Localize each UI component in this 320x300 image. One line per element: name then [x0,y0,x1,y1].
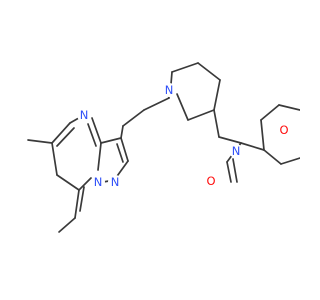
bond [79,186,85,212]
bond [260,104,280,121]
atom-label-n-bridge: N [94,175,103,189]
bond [87,123,97,147]
bond [171,62,199,73]
bond [116,143,124,163]
bond [260,119,265,151]
bond [213,109,220,138]
pyrimidine-ring [51,114,102,219]
bond [240,142,265,151]
bond [213,79,221,111]
bond [170,71,173,85]
bond [51,142,58,176]
bond [280,157,300,165]
methyl-groups [27,139,76,233]
atom-label-o-morpholine: O [279,123,288,137]
atom-labels: N N N N N O O [77,83,291,189]
bond [56,174,80,191]
bond [232,158,238,183]
bond [78,177,92,191]
piperidine-ring [167,62,221,121]
atom-label-n-amide: N [232,144,241,158]
bond [226,161,232,183]
bond [100,137,122,144]
molecule-structure-diagram: N N N N N O O [27,62,300,233]
bond [263,149,282,165]
bond [97,142,102,171]
bond [122,109,145,127]
bond [218,136,242,144]
methylene-linker [120,97,170,139]
bond [278,104,300,111]
bond [143,97,170,111]
atom-label-n-piperidine: N [165,83,174,97]
atom-label-n-pyrimidine: N [80,108,89,122]
bond [120,137,129,162]
bond [176,93,189,121]
bond [51,122,71,144]
pyrazole-ring [100,137,129,183]
bond [187,109,215,121]
bond [74,189,80,219]
bond [58,217,76,233]
bond [120,125,124,139]
bond [197,62,221,81]
bond [56,127,75,147]
bond [27,139,53,144]
bond [91,117,102,144]
morpholine-ring [260,104,300,165]
atom-label-o-carbonyl: O [206,174,215,188]
atom-label-n-pyrazole: N [111,175,120,189]
